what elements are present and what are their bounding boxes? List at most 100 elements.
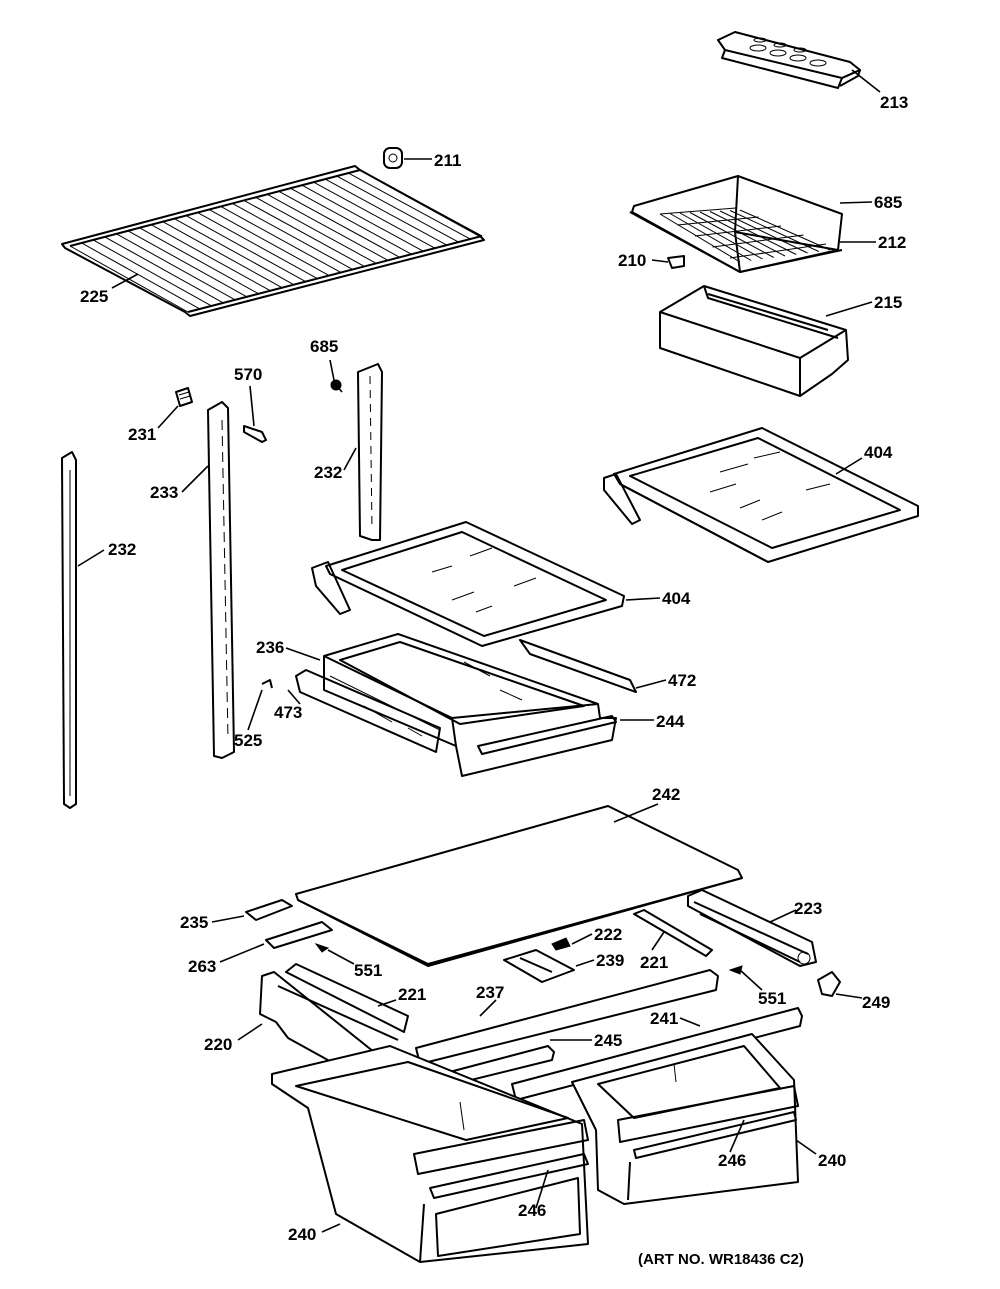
callout-246-right: 246 [718, 1151, 746, 1170]
callout-210: 210 [618, 251, 646, 270]
shelf-wire [220, 206, 342, 273]
grid-line [699, 211, 786, 257]
shelf-wire [348, 172, 471, 240]
callout-570: 570 [234, 365, 262, 384]
callout-212: 212 [878, 233, 906, 252]
callout-241: 241 [650, 1009, 678, 1028]
shelf-wire [255, 196, 377, 264]
callout-551-right: 551 [758, 989, 786, 1008]
callout-225: 225 [80, 287, 108, 306]
callout-245: 245 [594, 1031, 622, 1050]
grid-line [694, 225, 782, 237]
callout-233: 233 [150, 483, 178, 502]
callout-235: 235 [180, 913, 208, 932]
wire-shelf-225 [61, 165, 485, 317]
glass-shelf-404-center [311, 521, 625, 647]
cap-231 [175, 387, 193, 407]
callout-240-left: 240 [288, 1225, 316, 1244]
rail-221-right [633, 909, 713, 957]
screw-685 [330, 379, 343, 393]
shelf-wire [208, 209, 330, 276]
shelf-wire [243, 199, 365, 267]
clip-551-left [314, 943, 330, 953]
shelf-wire [359, 169, 483, 237]
shelf-wire [232, 203, 353, 270]
glass-shelf-404-right [603, 427, 919, 563]
callout-685-top: 685 [874, 193, 902, 212]
shelf-wire [81, 242, 201, 310]
rail-assembly-223 [687, 889, 817, 967]
shelf-wire [127, 230, 248, 298]
part-239 [503, 949, 575, 983]
shelf-wire [301, 184, 424, 252]
shelf-wire [336, 175, 459, 243]
callout-249: 249 [862, 993, 890, 1012]
shelf-wire [197, 212, 318, 279]
shelf-wire [104, 236, 224, 304]
callout-473: 473 [274, 703, 302, 722]
grid-line [729, 243, 827, 259]
callout-263: 263 [188, 957, 216, 976]
callout-239: 239 [596, 951, 624, 970]
shelf-wire [313, 181, 436, 249]
part-222 [551, 937, 571, 951]
clip-210 [667, 255, 685, 269]
callout-237: 237 [476, 983, 504, 1002]
grid-line [689, 212, 774, 258]
grid-line [709, 211, 797, 255]
callout-236: 236 [256, 638, 284, 657]
shelf-wire [139, 227, 259, 295]
grid-line [739, 209, 831, 251]
shelf-wire [290, 187, 412, 255]
callout-220: 220 [204, 1035, 232, 1054]
callout-211: 211 [434, 151, 461, 170]
shelf-wire [324, 178, 447, 246]
rail-232-left [61, 451, 77, 809]
grid-line [659, 213, 741, 263]
callout-244: 244 [656, 712, 685, 731]
ice-tray-213 [717, 31, 861, 89]
shelf-wire [278, 190, 400, 258]
shelf-wire [174, 218, 295, 286]
callout-551-left: 551 [354, 961, 382, 980]
callout-404-right: 404 [864, 443, 893, 462]
part-249 [817, 971, 841, 997]
callout-231: 231 [128, 425, 156, 444]
callout-240-right: 240 [818, 1151, 846, 1170]
shelf-wire [150, 224, 271, 292]
callout-246-left: 246 [518, 1201, 546, 1220]
callout-215: 215 [874, 293, 902, 312]
callout-472: 472 [668, 671, 696, 690]
crisper-drawer-244 [295, 633, 637, 777]
shelf-wire [162, 221, 283, 289]
callout-685-middle: 685 [310, 337, 338, 356]
shelf-wire [266, 193, 389, 261]
grid-line [677, 216, 759, 226]
grid-line [679, 212, 763, 260]
bracket-235 [245, 899, 293, 921]
callout-525: 525 [234, 731, 262, 750]
grid-line [729, 210, 819, 252]
shelf-wire [185, 215, 306, 283]
rail-232-center [357, 363, 383, 541]
grid-line [659, 207, 737, 215]
grid-line [669, 213, 752, 261]
art-number-caption: (ART NO. WR18436 C2) [638, 1251, 804, 1268]
callout-221-left: 221 [398, 985, 426, 1004]
grid-line [712, 234, 804, 248]
callout-242: 242 [652, 785, 680, 804]
callout-222: 222 [594, 925, 622, 944]
callout-232-center: 232 [314, 463, 342, 482]
freezer-shelf-212 [629, 175, 843, 273]
shelf-wire [116, 233, 236, 301]
screw-570 [243, 425, 267, 443]
rail-233 [207, 401, 235, 759]
grid-line [719, 210, 808, 254]
callout-221-right: 221 [640, 953, 668, 972]
bin-215 [659, 285, 849, 397]
drawer-240-left [271, 1045, 589, 1263]
glass-panel-242 [295, 805, 743, 967]
callout-223: 223 [794, 899, 822, 918]
leader-lines [77, 69, 881, 1233]
